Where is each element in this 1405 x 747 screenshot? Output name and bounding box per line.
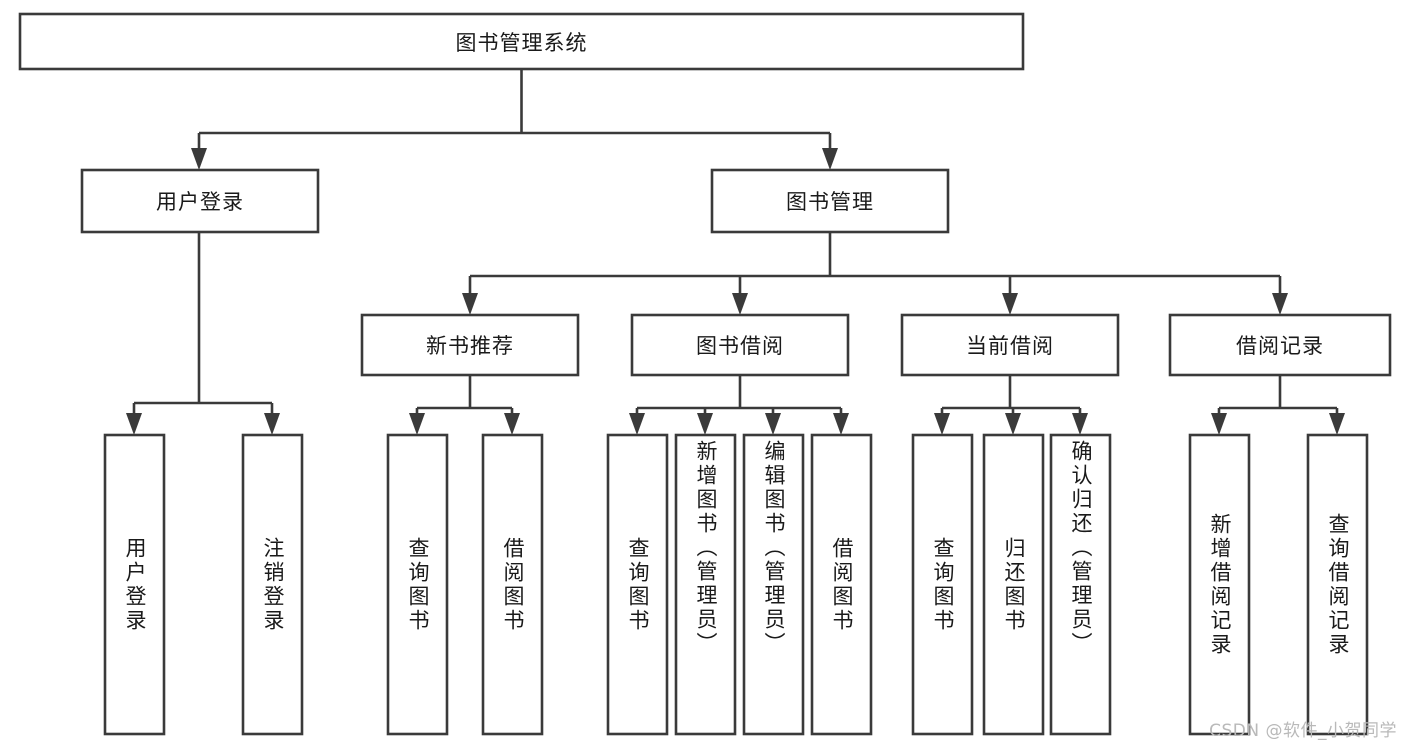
connector-userlogin-to-leaves	[126, 232, 280, 435]
node-leaf-query-book-cb-box[interactable]	[911, 433, 974, 736]
arrow-head-to-leaf-user-login	[126, 413, 142, 435]
node-leaf-confirm-return-box[interactable]	[1049, 433, 1112, 736]
node-leaf-borrow-book-bb-box[interactable]	[810, 433, 873, 736]
arrow-head-to-leaf-return-book	[1005, 413, 1021, 435]
arrow-head-to-leaf-query-book-nbr	[409, 413, 425, 435]
arrow-head-to-current-borrow	[1002, 293, 1018, 315]
connector-root-to-level2	[191, 69, 838, 170]
arrow-head-to-leaf-query-book-bb	[629, 413, 645, 435]
node-current-borrow-box[interactable]	[900, 313, 1120, 377]
arrow-head-to-leaf-borrow-book-nbr	[504, 413, 520, 435]
node-leaf-query-record-box[interactable]	[1306, 433, 1369, 736]
watermark-text: CSDN @软件_小贺同学	[1209, 721, 1397, 741]
connector-newbook-to-leaves	[409, 375, 520, 435]
connector-bookborrow-to-leaves	[629, 375, 849, 435]
arrow-head-to-leaf-add-record	[1211, 413, 1227, 435]
arrow-head-to-new-book-recommend	[462, 293, 478, 315]
arrow-head-to-book-borrow	[732, 293, 748, 315]
arrow-head-to-user-login	[191, 148, 207, 170]
node-leaf-borrow-book-nbr-box[interactable]	[481, 433, 544, 736]
node-leaf-logout-box[interactable]	[241, 433, 304, 736]
node-new-book-recommend-box[interactable]	[360, 313, 580, 377]
arrow-head-to-leaf-add-book	[697, 413, 713, 435]
arrow-head-to-leaf-query-record	[1329, 413, 1345, 435]
node-leaf-add-book-box[interactable]	[674, 433, 737, 736]
node-book-borrow-box[interactable]	[630, 313, 850, 377]
connector-currentborrow-to-leaves	[934, 375, 1088, 435]
arrow-head-to-leaf-edit-book	[765, 413, 781, 435]
node-leaf-add-record-box[interactable]	[1188, 433, 1251, 736]
node-leaf-user-login-box[interactable]	[103, 433, 166, 736]
node-root-box[interactable]	[18, 12, 1025, 71]
arrow-head-to-leaf-borrow-book-bb	[833, 413, 849, 435]
arrow-head-to-book-manage	[822, 148, 838, 170]
arrow-head-to-leaf-query-book-cb	[934, 413, 950, 435]
arrow-head-to-leaf-confirm-return	[1072, 413, 1088, 435]
node-borrow-record-box[interactable]	[1168, 313, 1392, 377]
node-leaf-edit-book-box[interactable]	[742, 433, 805, 736]
connector-borrowrecord-to-leaves	[1211, 375, 1345, 435]
node-leaf-query-book-bb-box[interactable]	[606, 433, 669, 736]
connector-bookmanage-to-level3	[462, 232, 1288, 315]
node-user-login-box[interactable]	[80, 168, 320, 234]
arrow-head-to-leaf-logout	[264, 413, 280, 435]
node-book-manage-box[interactable]	[710, 168, 950, 234]
arrow-head-to-borrow-record	[1272, 293, 1288, 315]
node-leaf-return-book-box[interactable]	[982, 433, 1045, 736]
node-leaf-query-book-nbr-box[interactable]	[386, 433, 449, 736]
